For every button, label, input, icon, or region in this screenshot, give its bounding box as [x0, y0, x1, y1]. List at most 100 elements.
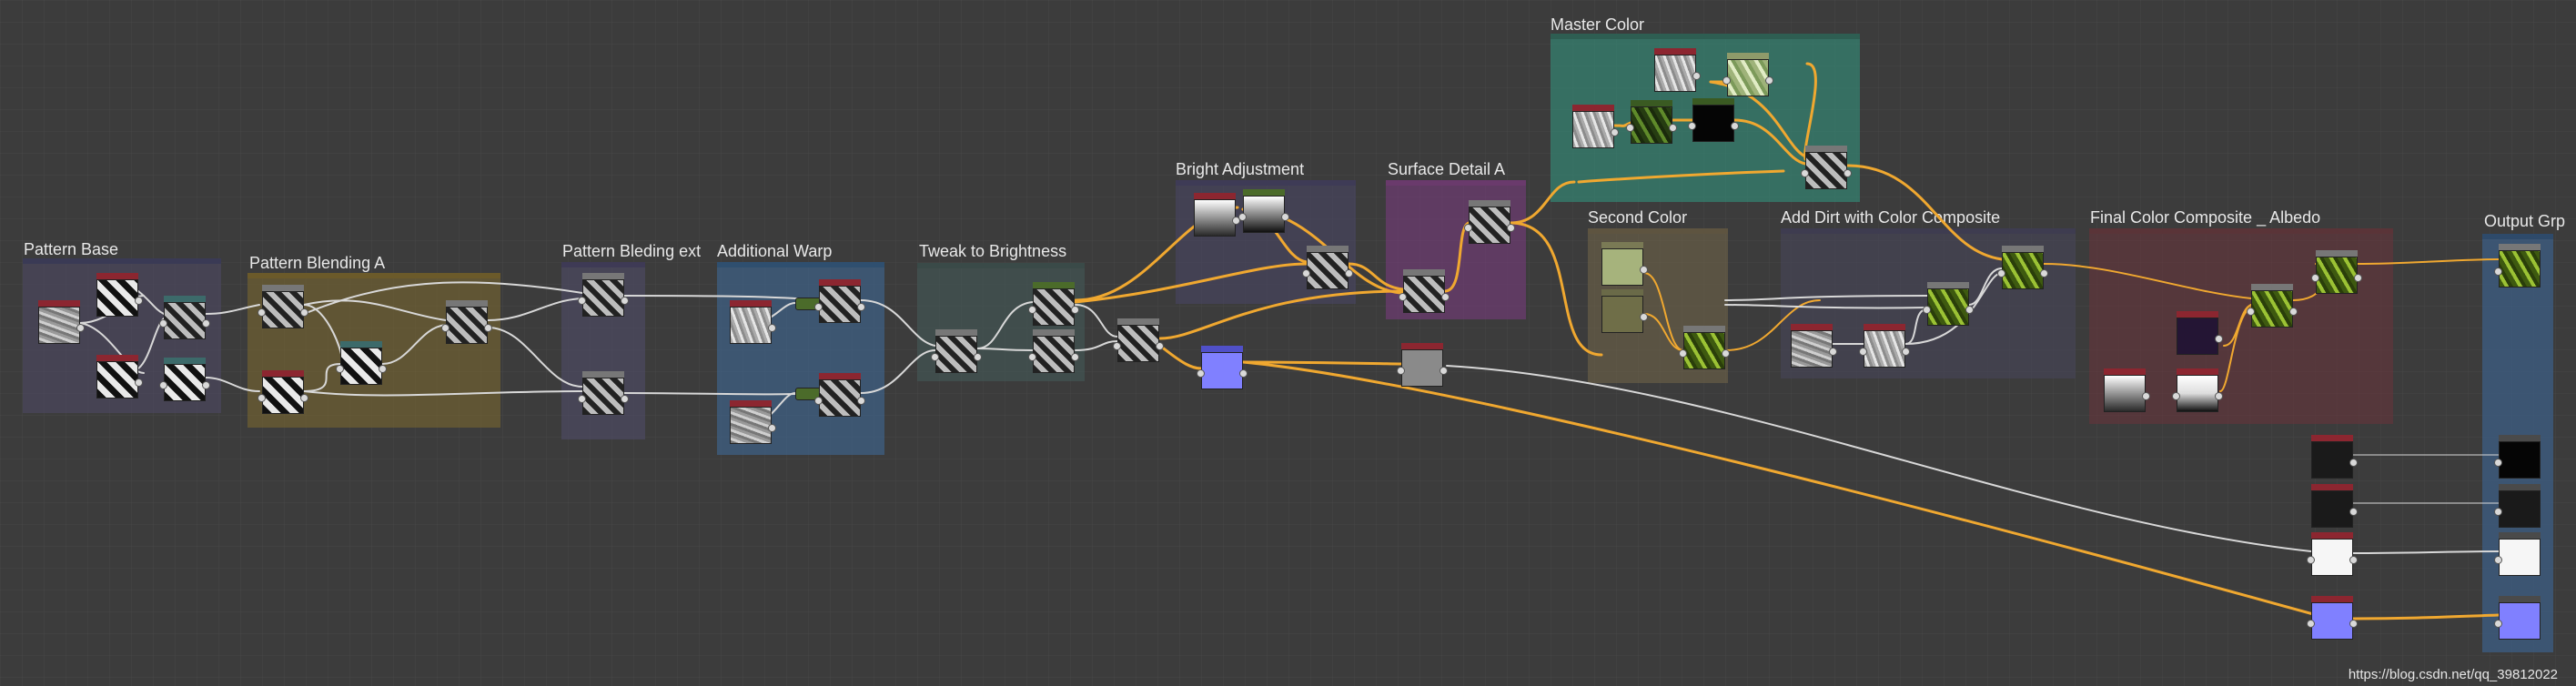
- input-pin[interactable]: [1722, 76, 1731, 85]
- node-final-purple[interactable]: [2177, 311, 2223, 355]
- node-dirt-noise[interactable]: [1791, 324, 1837, 368]
- input-pin[interactable]: [1688, 122, 1696, 130]
- output-pin[interactable]: [379, 365, 387, 373]
- input-pin[interactable]: [2494, 267, 2502, 276]
- output-pin[interactable]: [2040, 269, 2048, 277]
- node-blend-a2[interactable]: [258, 370, 308, 414]
- node-master-pale[interactable]: [1722, 53, 1773, 96]
- node-noise-base[interactable]: [38, 300, 85, 344]
- node-blend-a4[interactable]: [441, 300, 492, 344]
- input-pin[interactable]: [1238, 213, 1247, 221]
- input-pin[interactable]: [2494, 508, 2502, 516]
- output-pin[interactable]: [2354, 274, 2362, 282]
- input-pin[interactable]: [1197, 369, 1205, 378]
- input-pin[interactable]: [1464, 224, 1472, 232]
- input-pin[interactable]: [336, 365, 344, 373]
- input-pin[interactable]: [1028, 306, 1036, 314]
- output-pin[interactable]: [1844, 169, 1852, 177]
- output-pin[interactable]: [1640, 266, 1648, 274]
- output-pin[interactable]: [1345, 269, 1353, 277]
- output-pin[interactable]: [1669, 124, 1677, 132]
- node-tweak-a[interactable]: [931, 329, 982, 373]
- node-final-out[interactable]: [2311, 250, 2362, 294]
- node-bright-grad[interactable]: [1194, 193, 1240, 237]
- node-dirt-out[interactable]: [1997, 246, 2048, 289]
- node-warp-a[interactable]: [814, 279, 865, 323]
- output-pin[interactable]: [202, 319, 210, 328]
- output-pin[interactable]: [2215, 392, 2223, 400]
- output-pin[interactable]: [2142, 392, 2150, 400]
- input-pin[interactable]: [578, 395, 586, 403]
- node-channel-roughness[interactable]: [2311, 435, 2358, 479]
- node-master-black[interactable]: [1688, 98, 1739, 142]
- output-pin[interactable]: [76, 324, 85, 332]
- input-pin[interactable]: [578, 297, 586, 305]
- node-output-basecolor[interactable]: [2494, 244, 2541, 288]
- node-second-olive[interactable]: [1601, 289, 1648, 333]
- input-pin[interactable]: [2494, 459, 2502, 467]
- input-pin[interactable]: [258, 394, 266, 402]
- input-pin[interactable]: [931, 353, 939, 361]
- input-pin[interactable]: [441, 324, 450, 332]
- node-output-height[interactable]: [2494, 532, 2541, 576]
- node-bright-blend[interactable]: [1302, 246, 1353, 289]
- output-pin[interactable]: [857, 303, 865, 311]
- input-pin[interactable]: [1801, 169, 1809, 177]
- output-pin[interactable]: [857, 397, 865, 405]
- node-warp-b[interactable]: [814, 373, 865, 417]
- node-blend-stripes-b[interactable]: [159, 358, 210, 401]
- node-warp-noise-a[interactable]: [730, 300, 776, 344]
- node-master-out[interactable]: [1801, 146, 1852, 189]
- output-pin[interactable]: [1440, 367, 1448, 375]
- input-pin[interactable]: [2311, 274, 2319, 282]
- node-blend-a1[interactable]: [258, 285, 308, 328]
- node-warp-noise-b[interactable]: [730, 400, 776, 444]
- output-pin[interactable]: [1281, 213, 1289, 221]
- output-pin[interactable]: [1965, 306, 1974, 314]
- input-pin[interactable]: [814, 397, 823, 405]
- output-pin[interactable]: [1722, 349, 1730, 358]
- output-pin[interactable]: [2215, 335, 2223, 343]
- output-pin[interactable]: [1156, 342, 1164, 350]
- node-ext-a[interactable]: [578, 273, 629, 317]
- input-pin[interactable]: [159, 319, 167, 328]
- output-pin[interactable]: [2349, 508, 2358, 516]
- node-final-white[interactable]: [2172, 368, 2223, 412]
- node-second-out[interactable]: [1679, 326, 1730, 369]
- node-normal-map[interactable]: [1197, 346, 1248, 389]
- input-pin[interactable]: [814, 303, 823, 311]
- output-pin[interactable]: [621, 297, 629, 305]
- node-final-grad[interactable]: [2104, 368, 2150, 412]
- output-pin[interactable]: [1507, 224, 1515, 232]
- node-surface-a[interactable]: [1464, 200, 1515, 244]
- input-pin[interactable]: [1997, 269, 2005, 277]
- output-pin[interactable]: [1640, 313, 1648, 321]
- output-pin[interactable]: [974, 353, 982, 361]
- node-master-noise[interactable]: [1654, 48, 1701, 92]
- input-pin[interactable]: [2494, 556, 2502, 564]
- node-tweak-b[interactable]: [1028, 282, 1079, 326]
- input-pin[interactable]: [258, 308, 266, 317]
- output-pin[interactable]: [1441, 293, 1450, 301]
- output-pin[interactable]: [1829, 348, 1837, 356]
- output-pin[interactable]: [1611, 128, 1619, 136]
- output-pin[interactable]: [1765, 76, 1773, 85]
- node-second-olive-light[interactable]: [1601, 242, 1648, 286]
- output-pin[interactable]: [2289, 308, 2298, 316]
- node-master-noise-b[interactable]: [1572, 105, 1619, 148]
- output-pin[interactable]: [2349, 459, 2358, 467]
- output-pin[interactable]: [1692, 72, 1701, 80]
- node-surface-b[interactable]: [1399, 269, 1450, 313]
- input-pin[interactable]: [1399, 293, 1407, 301]
- output-pin[interactable]: [484, 324, 492, 332]
- node-dirt-level[interactable]: [1859, 324, 1910, 368]
- output-pin[interactable]: [1902, 348, 1910, 356]
- output-pin[interactable]: [2349, 620, 2358, 628]
- node-dirt-blend[interactable]: [1923, 282, 1974, 326]
- output-pin[interactable]: [2349, 556, 2358, 564]
- node-blend-stripes-a[interactable]: [159, 296, 210, 339]
- output-pin[interactable]: [300, 394, 308, 402]
- node-final-blend[interactable]: [2247, 284, 2298, 328]
- input-pin[interactable]: [1113, 342, 1121, 350]
